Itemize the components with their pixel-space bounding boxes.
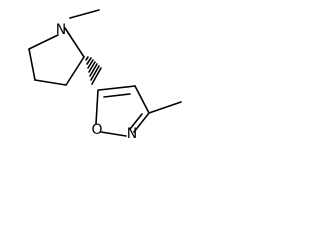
isoxazole-bond-c5-c4 [98, 85, 136, 91]
isoxazole-bond-c3-n [133, 112, 150, 133]
stereo-hashed-bond [85, 56, 102, 85]
molecule-canvas: N O N [0, 0, 203, 152]
isoxazole-nitrogen-label: N [127, 126, 137, 142]
pyrrolidine-bond-c3-c4 [34, 79, 67, 86]
isoxazole-double-bond-c5-c4 [103, 93, 131, 98]
pyrrolidine-bond-c2-c3 [65, 56, 85, 86]
chemical-structure: N O N [28, 9, 182, 142]
pyrrolidine-bond-c5-n [28, 34, 59, 50]
isoxazole-double-bond-c3-n [129, 113, 143, 130]
n-methyl-bond [69, 9, 100, 19]
pyrrolidine-bond-c4-c5 [28, 48, 36, 81]
hash-line [90, 65, 100, 81]
isoxazole-bond-o-c5 [95, 89, 99, 125]
hash-line [85, 56, 89, 61]
hash-line [91, 67, 102, 85]
hash-line [87, 59, 94, 69]
isoxazole-bond-c4-c3 [134, 85, 150, 114]
pyrrolidine-bond-n-c2 [64, 27, 85, 58]
isoxazole-bond-n-o [100, 131, 127, 137]
hash-line [89, 63, 98, 77]
isoxazole-oxygen-label: O [91, 122, 102, 138]
hash-line [88, 61, 96, 73]
isoxazole-methyl-bond [148, 101, 182, 114]
hash-line [86, 57, 92, 65]
pyrrolidine-nitrogen-label: N [56, 22, 66, 38]
